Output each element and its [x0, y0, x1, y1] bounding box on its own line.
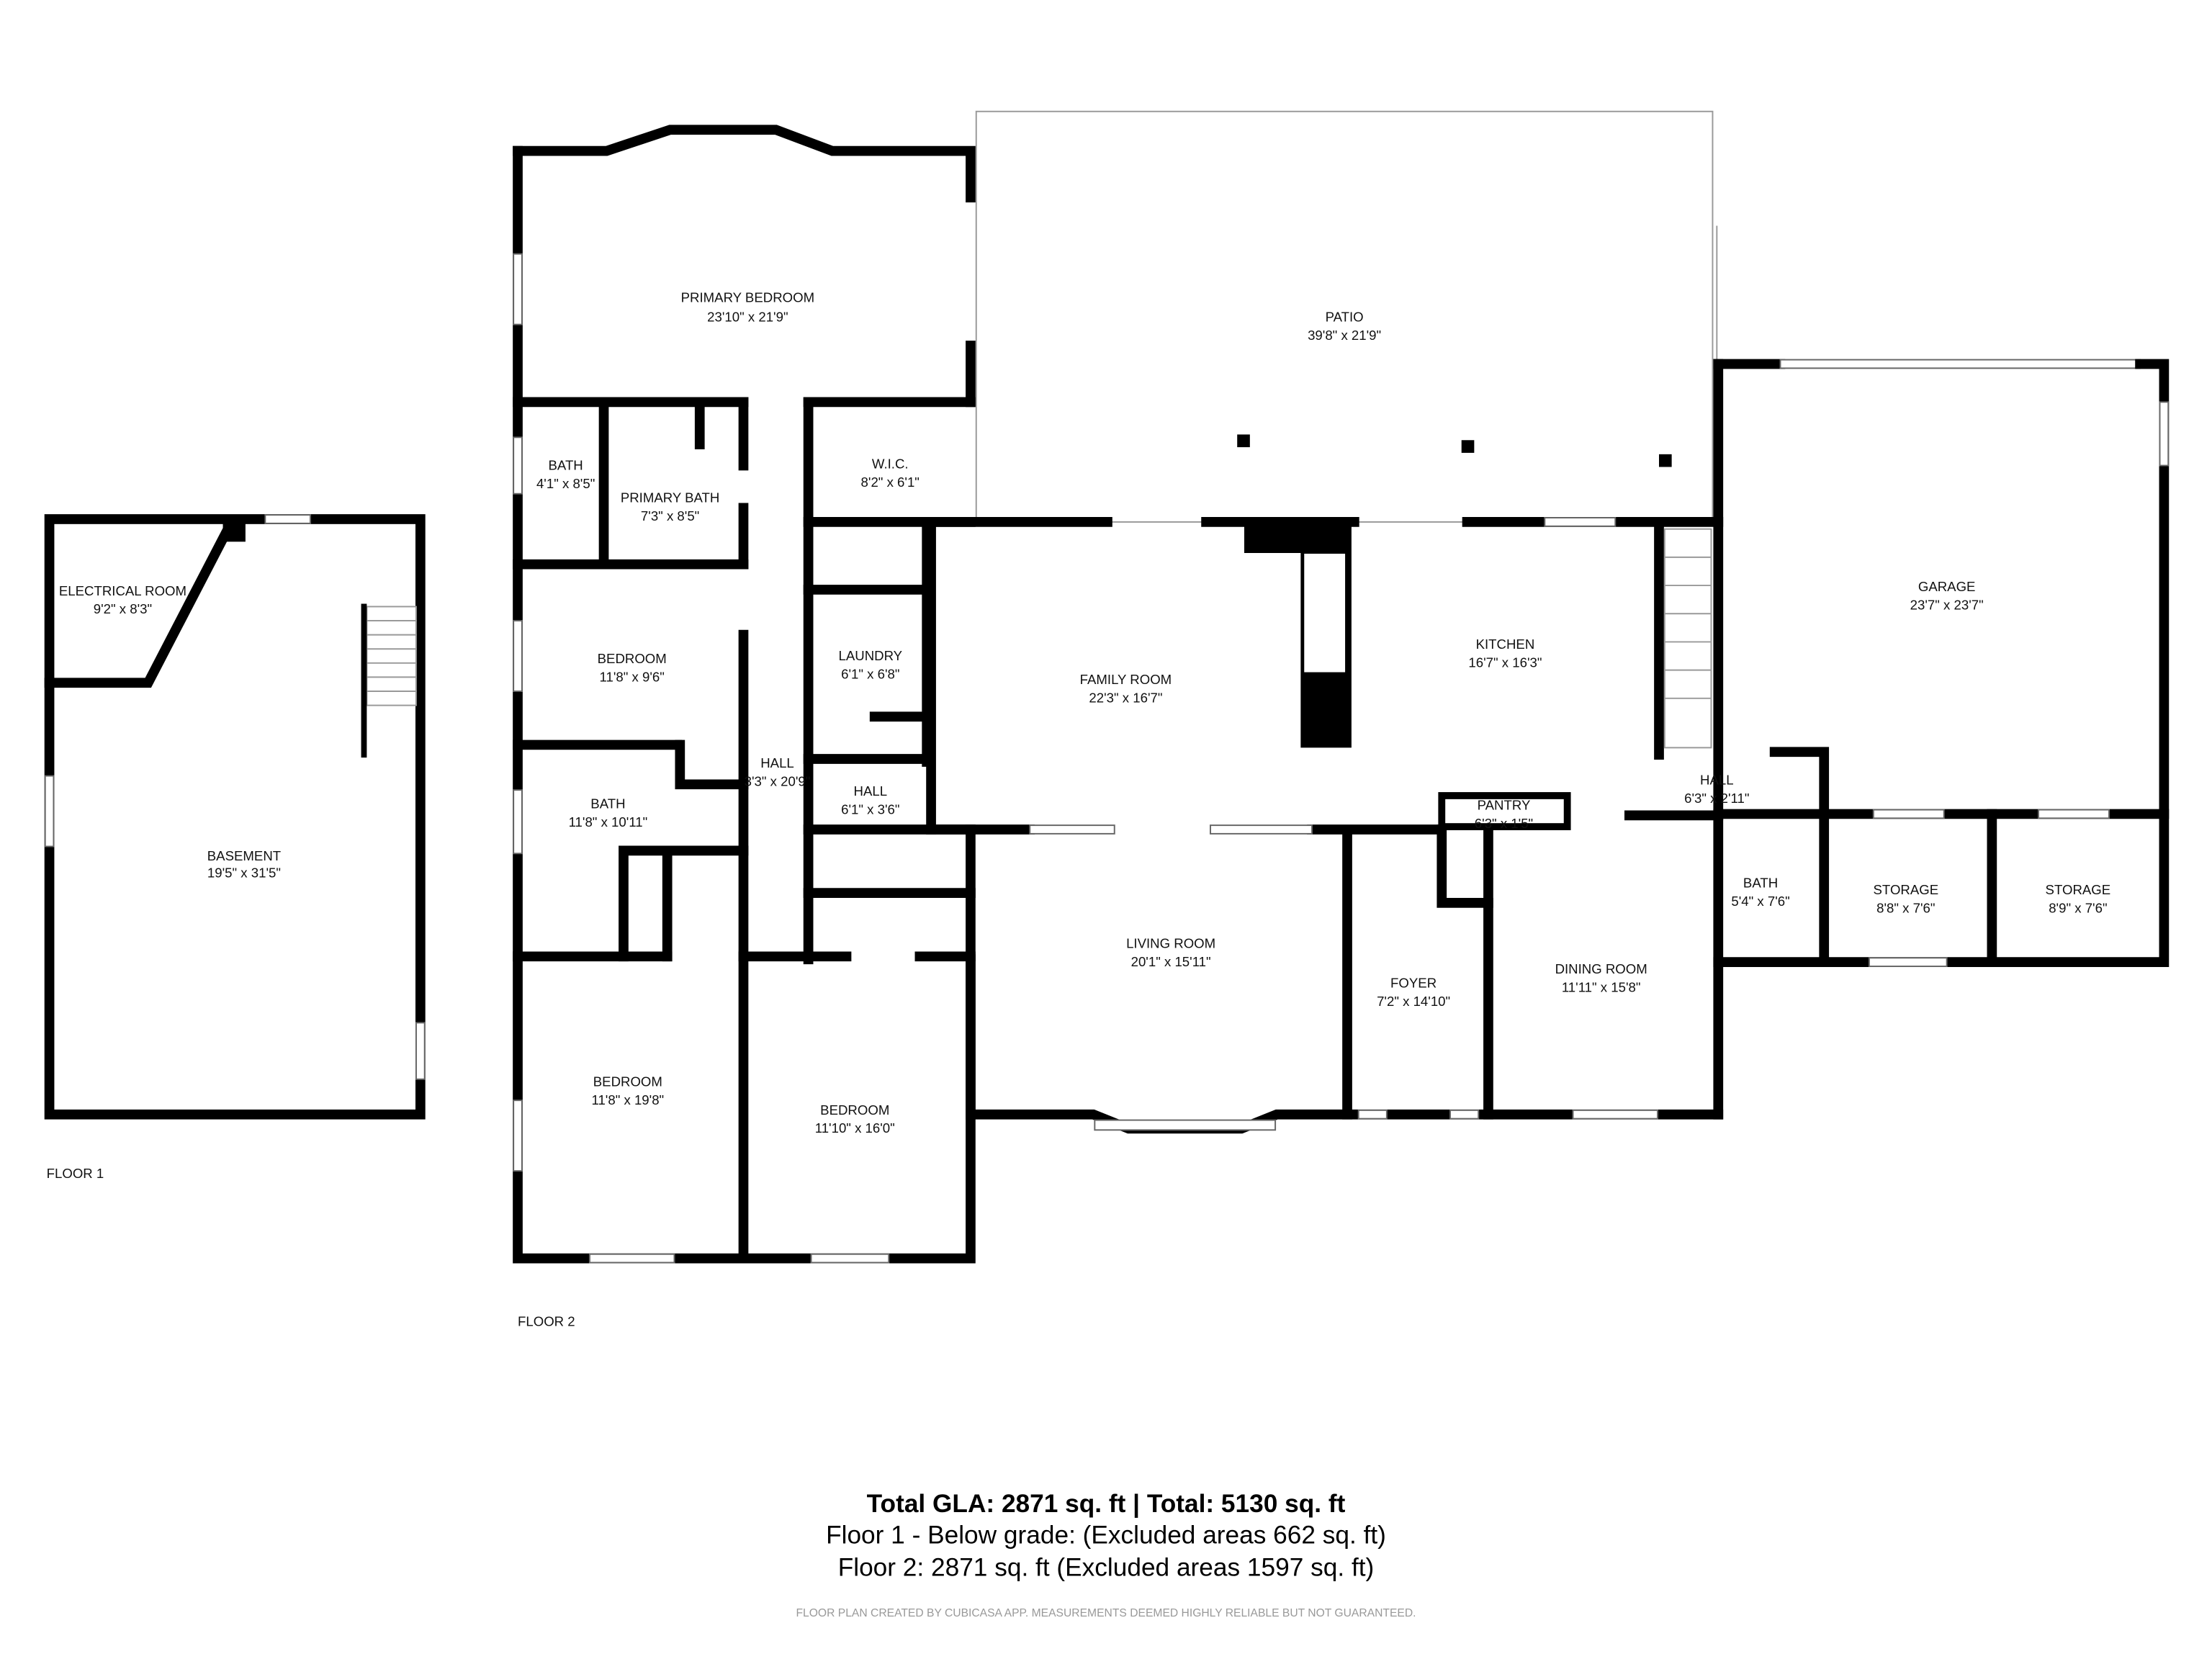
room-name: LIVING ROOM — [1126, 936, 1215, 951]
room-name: ELECTRICAL ROOM — [59, 583, 186, 598]
room-name: HALL — [760, 755, 794, 770]
room-size: 11'10" x 16'0" — [815, 1120, 895, 1136]
room-size: 6'3" x 1'5" — [1475, 816, 1533, 831]
electrical-room-wall — [44, 526, 233, 688]
total-area: Total GLA: 2871 sq. ft | Total: 5130 sq.… — [867, 1490, 1346, 1518]
room-name: BEDROOM — [593, 1074, 662, 1089]
room-size: 6'3" x 2'11" — [1684, 791, 1749, 806]
room-name: PRIMARY BEDROOM — [681, 289, 814, 305]
room-name: STORAGE — [1874, 882, 1939, 897]
room-size: 8'8" x 7'6" — [1876, 901, 1935, 916]
room-name: PATIO — [1326, 310, 1364, 325]
room-name: DINING ROOM — [1555, 961, 1647, 976]
room-size: 11'8" x 10'11" — [569, 814, 648, 830]
disclaimer: FLOOR PLAN CREATED BY CUBICASA APP. MEAS… — [796, 1607, 1416, 1619]
room-size: 16'7" x 16'3" — [1468, 655, 1542, 670]
room-name: PANTRY — [1478, 798, 1531, 813]
room-name: FAMILY ROOM — [1080, 672, 1172, 687]
room-size: 23'7" x 23'7" — [1910, 597, 1984, 612]
room-name: BATH — [549, 457, 583, 472]
kitchen-stairs-icon — [1663, 528, 1712, 749]
room-name: LAUNDRY — [839, 648, 903, 663]
room-size: 7'3" x 8'5" — [641, 508, 699, 523]
floor-1-label: FLOOR 1 — [47, 1166, 104, 1181]
room-size: 20'1" x 15'11" — [1131, 954, 1211, 969]
room-name: W.I.C. — [872, 456, 909, 471]
room-name: KITCHEN — [1476, 637, 1535, 652]
room-labels: PRIMARY BEDROOM 23'10" x 21'9" BATH 4'1"… — [518, 289, 2110, 1328]
floor-1-plan: ELECTRICAL ROOM 9'2" x 8'3" BASEMENT 19'… — [44, 514, 426, 1181]
room-size: 39'8" x 21'9" — [1308, 328, 1381, 343]
room-size: 3'3" x 20'9" — [745, 773, 811, 788]
room-size: 11'8" x 9'6" — [600, 669, 665, 684]
room-name: HALL — [1700, 772, 1734, 787]
stairs-icon — [361, 603, 417, 758]
room-size: 8'2" x 6'1" — [861, 475, 920, 490]
room-size: 4'1" x 8'5" — [536, 476, 595, 491]
summary: Total GLA: 2871 sq. ft | Total: 5130 sq.… — [796, 1490, 1416, 1619]
room-size: 8'9" x 7'6" — [2049, 901, 2107, 916]
room-size: 6'1" x 6'8" — [841, 666, 899, 681]
room-size: 11'11" x 15'8" — [1562, 979, 1641, 994]
room-name: BASEMENT — [207, 848, 281, 863]
room-size: 7'2" x 14'10" — [1377, 994, 1450, 1009]
room-size: 5'4" x 7'6" — [1731, 894, 1789, 909]
room-name: GARAGE — [1918, 579, 1976, 594]
room-size: 11'8" x 19'8" — [591, 1092, 664, 1107]
room-name: BATH — [590, 796, 625, 811]
room-name: PRIMARY BATH — [621, 490, 720, 505]
room-size: 23'10" x 21'9" — [707, 310, 788, 325]
floor-1-area: Floor 1 - Below grade: (Excluded areas 6… — [826, 1521, 1386, 1549]
room-name: BATH — [1743, 875, 1778, 890]
room-size: 19'5" x 31'5" — [207, 866, 281, 881]
room-name: BEDROOM — [598, 651, 667, 666]
room-size: 22'3" x 16'7" — [1089, 691, 1162, 706]
room-name: BEDROOM — [820, 1102, 889, 1118]
floor-2-plan — [513, 110, 2170, 1264]
room-size: 6'1" x 3'6" — [841, 801, 899, 817]
floor-2-area: Floor 2: 2871 sq. ft (Excluded areas 159… — [838, 1553, 1375, 1581]
room-name: STORAGE — [2046, 882, 2111, 897]
room-size: 9'2" x 8'3" — [94, 601, 152, 616]
room-name: HALL — [854, 783, 888, 799]
room-name: FOYER — [1390, 975, 1437, 990]
floor-2-label: FLOOR 2 — [518, 1314, 575, 1329]
